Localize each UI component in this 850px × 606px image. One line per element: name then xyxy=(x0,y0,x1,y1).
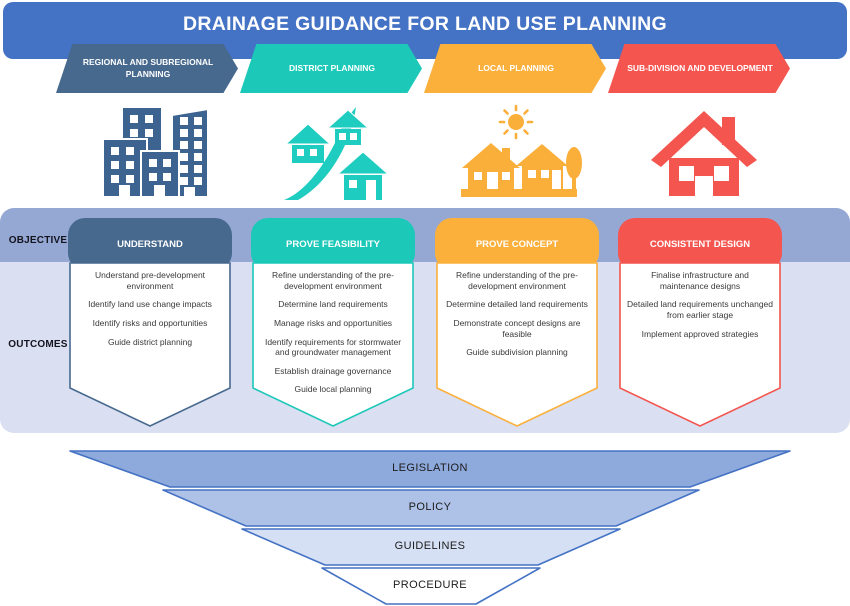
pyramid-label-legislation: LEGISLATION xyxy=(392,462,468,474)
outcome-item: Determine land requirements xyxy=(278,299,388,310)
stage-banner-local: LOCAL PLANNING xyxy=(424,44,606,93)
outcome-item: Manage risks and opportunities xyxy=(273,317,393,328)
outcome-item: Understand pre-development environment xyxy=(94,270,206,291)
outcome-item: Determine detailed land requirements xyxy=(446,299,588,310)
outcome-item: Identify requirements for stormwater and… xyxy=(264,336,402,358)
village-sun-icon xyxy=(461,104,582,197)
stage-banner-district: DISTRICT PLANNING xyxy=(240,44,422,93)
outcomes-card-local xyxy=(436,262,598,427)
stage-banner-label: DISTRICT PLANNING xyxy=(289,62,375,73)
outcome-item: Guide subdivision planning xyxy=(466,347,568,358)
outcomes-list-subdivision: Finalise infrastructure and maintenance … xyxy=(626,270,774,347)
objective-row-label: OBJECTIVE xyxy=(8,235,68,246)
outcome-item: Identify land use change impacts xyxy=(88,299,212,310)
outcome-item: Guide local planning xyxy=(294,384,372,395)
objective-card-prove-feasibility: PROVE FEASIBILITY xyxy=(251,218,415,270)
objective-label: PROVE FEASIBILITY xyxy=(286,238,380,250)
outcomes-list-regional: Understand pre-development environment I… xyxy=(76,270,224,355)
outcomes-card-subdivision xyxy=(619,262,781,427)
pyramid-level-policy xyxy=(162,489,700,527)
outcome-item: Finalise infrastructure and maintenance … xyxy=(651,270,749,291)
outcome-item: Identify risks and opportunities xyxy=(92,317,208,328)
pyramid-label-guidelines: GUIDELINES xyxy=(394,540,466,552)
stage-banner-label: SUB-DIVISION AND DEVELOPMENT xyxy=(627,62,773,73)
outcome-item: Establish drainage governance xyxy=(274,365,392,376)
pyramid-label-procedure: PROCEDURE xyxy=(393,579,467,591)
stage-banner-label: REGIONAL AND SUBREGIONAL PLANNING xyxy=(82,57,214,79)
outcomes-card-district xyxy=(252,262,414,427)
city-buildings-icon xyxy=(102,106,209,198)
pyramid-level-legislation xyxy=(69,450,791,488)
objective-card-prove-concept: PROVE CONCEPT xyxy=(435,218,599,270)
outcomes-list-district: Refine understanding of the pre-developm… xyxy=(259,270,407,403)
stage-banner-subdivision: SUB-DIVISION AND DEVELOPMENT xyxy=(608,44,790,93)
objective-card-understand: UNDERSTAND xyxy=(68,218,232,270)
stage-banner-label: LOCAL PLANNING xyxy=(478,62,554,73)
pyramid-level-procedure xyxy=(321,567,541,605)
outcomes-row-label: OUTCOMES xyxy=(8,339,68,350)
stage-banner-regional: REGIONAL AND SUBREGIONAL PLANNING xyxy=(56,44,238,93)
houses-road-icon xyxy=(284,107,390,200)
outcome-item: Demonstrate concept designs are feasible xyxy=(453,317,581,339)
objective-card-consistent-design: CONSISTENT DESIGN xyxy=(618,218,782,270)
outcome-item: Implement approved strategies xyxy=(641,328,759,339)
pyramid-level-guidelines xyxy=(241,528,621,566)
pyramid-label-policy: POLICY xyxy=(408,501,452,513)
objective-label: CONSISTENT DESIGN xyxy=(649,238,751,250)
outcomes-card-regional xyxy=(69,262,231,427)
outcome-item: Guide district planning xyxy=(107,336,193,347)
outcome-item: Refine understanding of the pre-developm… xyxy=(456,270,578,291)
objective-label: PROVE CONCEPT xyxy=(475,238,559,250)
outcomes-list-local: Refine understanding of the pre-developm… xyxy=(443,270,591,366)
outcome-item: Refine understanding of the pre-developm… xyxy=(272,270,394,291)
outcome-item: Detailed land requirements unchanged fro… xyxy=(626,299,773,320)
house-icon xyxy=(651,111,757,196)
objective-label: UNDERSTAND xyxy=(117,238,183,250)
page-title: DRAINAGE GUIDANCE FOR LAND USE PLANNING xyxy=(182,13,668,35)
